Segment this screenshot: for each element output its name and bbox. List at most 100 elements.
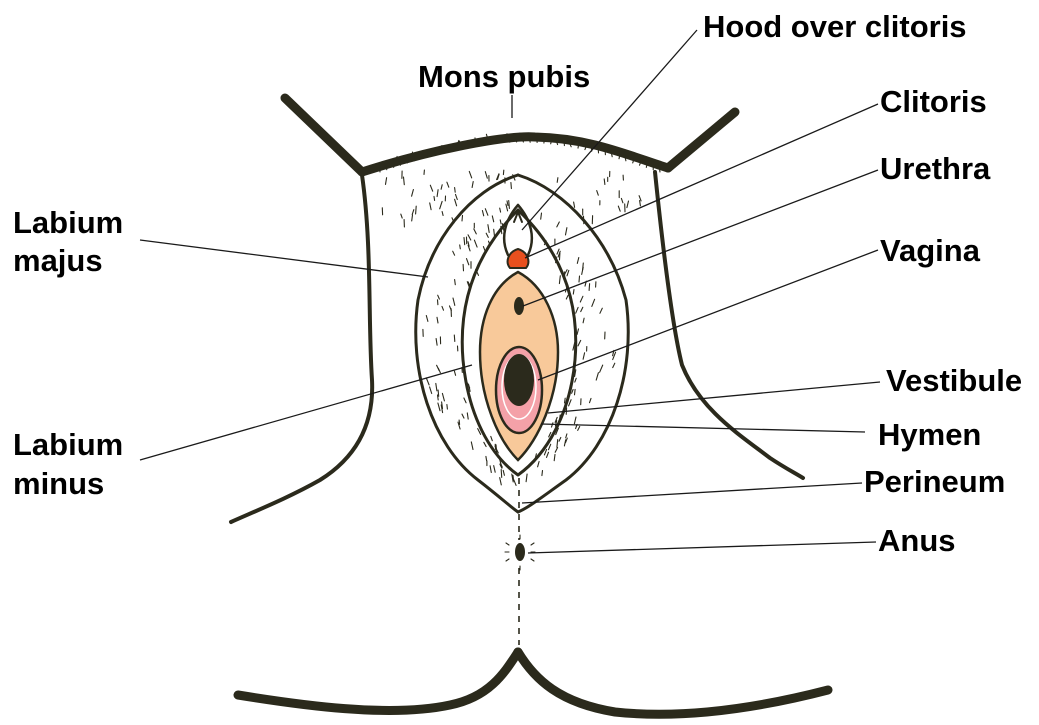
- hair-stroke: [421, 153, 422, 158]
- hair-stroke: [469, 171, 471, 178]
- left-thigh-line: [231, 175, 372, 522]
- hair-stroke: [462, 215, 463, 221]
- hair-stroke: [575, 378, 576, 382]
- hair-stroke: [474, 240, 477, 247]
- hair-stroke: [401, 214, 402, 218]
- hair-stroke: [494, 229, 495, 236]
- hair-stroke: [386, 178, 387, 185]
- hair-stroke: [426, 316, 428, 322]
- hair-stroke: [474, 229, 477, 234]
- hair-stroke: [467, 259, 469, 265]
- hair-stroke: [573, 290, 574, 295]
- hair-stroke: [600, 308, 602, 313]
- hair-stroke: [485, 172, 487, 179]
- hair-stroke: [412, 190, 414, 197]
- hair-stroke: [598, 144, 599, 153]
- leader-clitoris: [525, 104, 878, 258]
- hair-stroke: [453, 298, 455, 305]
- hair-stroke: [436, 339, 437, 346]
- hair-stroke: [566, 434, 567, 438]
- hair-stroke: [488, 225, 489, 233]
- hair-stroke: [557, 178, 558, 183]
- hair-stroke: [579, 276, 580, 282]
- hair-stroke: [484, 442, 486, 446]
- hair-stroke: [436, 383, 437, 390]
- hair-stroke: [438, 390, 439, 396]
- hair-stroke: [412, 210, 414, 215]
- hair-stroke: [437, 190, 438, 197]
- hair-stroke: [498, 174, 500, 179]
- hair-stroke: [482, 211, 483, 216]
- hair-stroke: [486, 233, 488, 237]
- hair-stroke: [566, 228, 567, 235]
- hair-stroke: [557, 222, 560, 227]
- hair-stroke: [590, 398, 592, 402]
- hair-stroke: [574, 417, 576, 424]
- hair-stroke: [589, 284, 590, 291]
- hair-stroke: [506, 204, 508, 211]
- hair-stroke: [490, 466, 491, 473]
- hair-stroke: [541, 213, 542, 219]
- hair-stroke: [456, 194, 458, 199]
- hair-stroke: [485, 209, 488, 216]
- label-mons-pubis: Mons pubis: [418, 59, 590, 94]
- hair-stroke: [471, 442, 473, 450]
- hair-stroke: [464, 398, 466, 403]
- hair-stroke: [455, 199, 457, 206]
- hair-stroke: [430, 203, 431, 210]
- hair-stroke: [613, 363, 615, 367]
- hair-stroke: [455, 280, 456, 285]
- hair-stroke: [447, 405, 448, 410]
- hair-stroke: [583, 318, 584, 323]
- vaginal-opening: [504, 354, 534, 406]
- hair-stroke: [526, 474, 527, 482]
- hair-stroke: [426, 378, 429, 385]
- hair-stroke: [412, 215, 413, 221]
- hair-stroke: [500, 220, 501, 224]
- hair-stroke: [577, 329, 578, 335]
- hair-stroke: [437, 317, 438, 323]
- hair-stroke: [492, 216, 493, 222]
- hair-stroke: [468, 235, 471, 240]
- hair-stroke: [583, 353, 585, 359]
- hair-stroke: [592, 299, 595, 306]
- hair-stroke: [464, 238, 465, 245]
- hair-stroke: [503, 470, 504, 475]
- left-hip-line: [285, 98, 362, 172]
- label-vagina: Vagina: [880, 233, 981, 268]
- hair-stroke: [566, 295, 568, 299]
- hair-stroke: [430, 387, 432, 394]
- hair-stroke: [462, 414, 464, 418]
- hair-stroke: [565, 398, 566, 403]
- hair-stroke: [416, 206, 417, 214]
- hair-stroke: [567, 270, 569, 275]
- hair-stroke: [475, 138, 476, 146]
- hair-stroke: [434, 196, 435, 200]
- hair-stroke: [555, 448, 557, 453]
- hair-stroke: [577, 258, 579, 264]
- hair-stroke: [430, 185, 432, 191]
- label-hood-over-clitoris: Hood over clitoris: [703, 9, 967, 44]
- leader-vestibule: [548, 382, 880, 413]
- hair-stroke: [500, 208, 501, 212]
- hair-stroke: [442, 393, 444, 401]
- hair-stroke: [549, 444, 551, 449]
- leader-vagina: [538, 250, 878, 380]
- hair-stroke: [580, 296, 583, 302]
- hair-stroke: [467, 413, 468, 419]
- hair-stroke: [454, 335, 455, 341]
- hair-stroke: [438, 295, 440, 299]
- hair-stroke: [501, 470, 502, 478]
- hair-stroke: [440, 201, 442, 208]
- hair-stroke: [581, 307, 583, 311]
- leader-hymen: [541, 424, 865, 432]
- leader-perineum: [522, 483, 862, 503]
- hair-stroke: [559, 438, 561, 442]
- hair-stroke: [552, 423, 553, 427]
- hair-stroke: [500, 478, 502, 485]
- hair-stroke: [600, 365, 603, 372]
- label-labium-majus-line1: Labium: [13, 205, 123, 240]
- hair-stroke: [453, 251, 455, 255]
- hair-stroke: [578, 427, 580, 431]
